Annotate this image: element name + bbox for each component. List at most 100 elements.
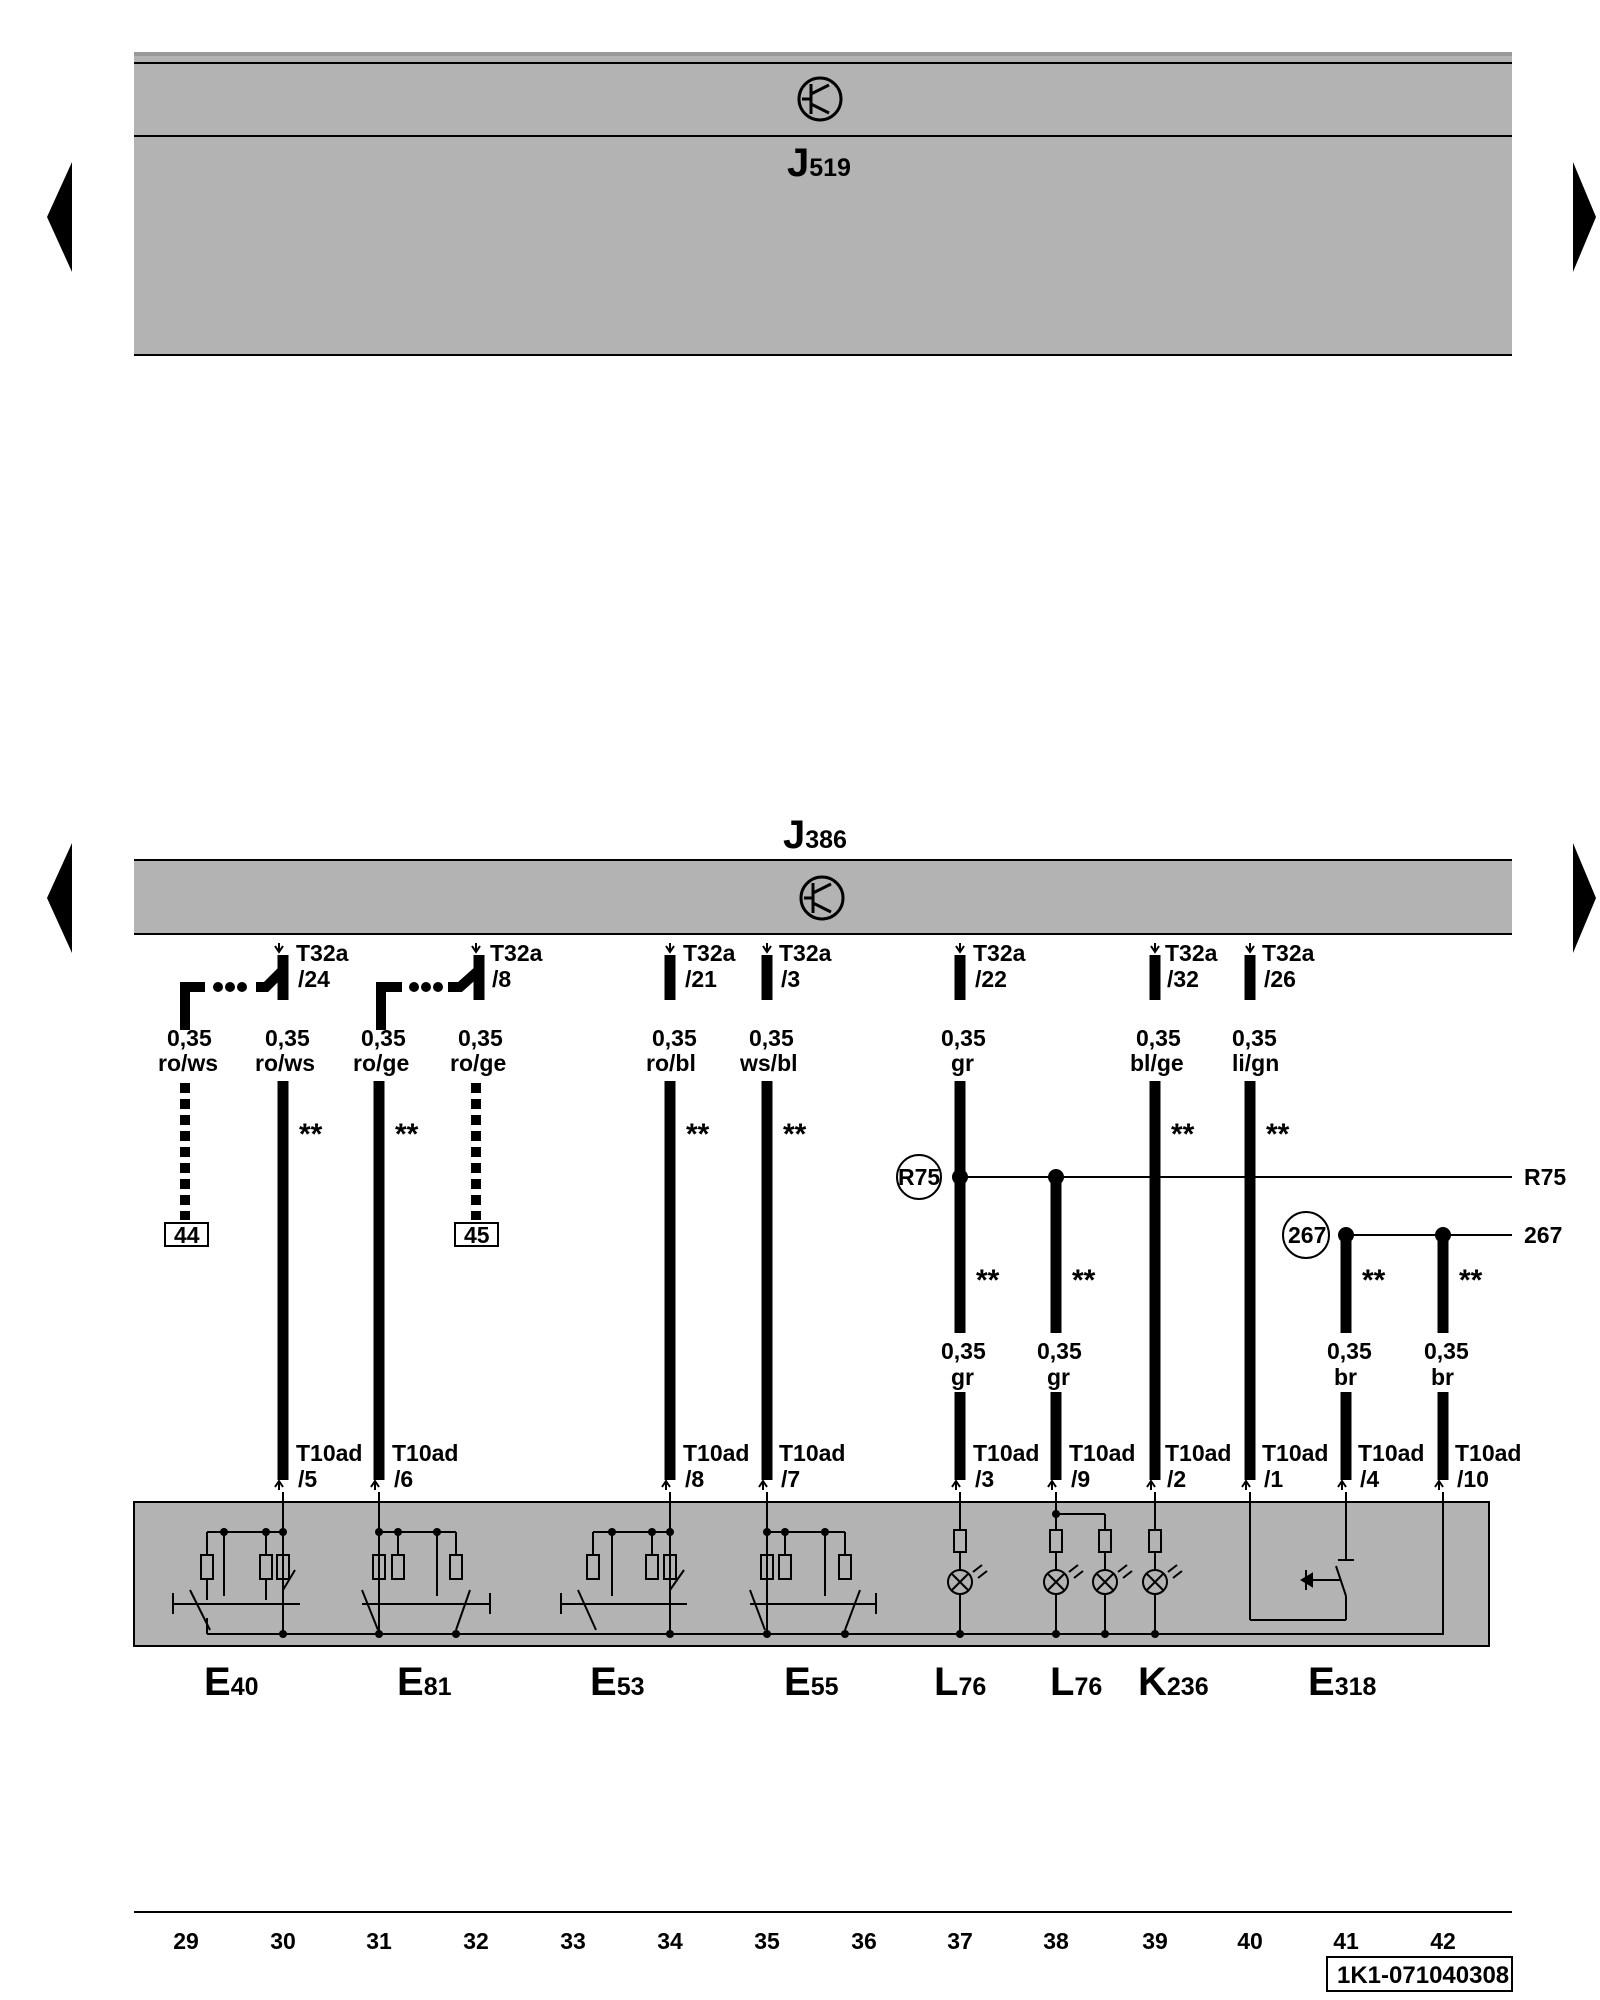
module-j386: J386 bbox=[134, 813, 1512, 935]
column-number: 33 bbox=[560, 1928, 586, 1954]
svg-text:ro/ws: ro/ws bbox=[255, 1050, 315, 1076]
wire-label-bl-ge: 0,35 bl/ge bbox=[1130, 1025, 1184, 1076]
svg-text:/7: /7 bbox=[781, 1466, 800, 1492]
control-unit-icon bbox=[797, 76, 843, 122]
prev-page-arrow-bottom[interactable] bbox=[47, 843, 72, 953]
svg-text:267: 267 bbox=[1288, 1222, 1326, 1248]
switch-e53 bbox=[560, 1492, 687, 1634]
wire-label-ro-ge: 0,35 ro/ge bbox=[353, 1025, 409, 1076]
svg-text:gr: gr bbox=[951, 1050, 974, 1076]
column-number: 38 bbox=[1043, 1928, 1069, 1954]
svg-text:T32a: T32a bbox=[490, 940, 543, 966]
svg-text:ro/ge: ro/ge bbox=[450, 1050, 506, 1076]
switch-e40 bbox=[172, 1492, 300, 1634]
svg-text:br: br bbox=[1431, 1364, 1454, 1390]
switch-e55 bbox=[749, 1492, 877, 1634]
connector-t10ad-5: T10ad/5 bbox=[296, 1440, 362, 1492]
column-number: 40 bbox=[1237, 1928, 1263, 1954]
column-number: 31 bbox=[366, 1928, 392, 1954]
svg-text:R75: R75 bbox=[898, 1164, 940, 1190]
svg-text:0,35: 0,35 bbox=[941, 1338, 986, 1364]
svg-text:0,35: 0,35 bbox=[361, 1025, 406, 1051]
wire-labels-lower: 0,35 gr 0,35 gr 0,35 br 0,35 br bbox=[941, 1338, 1469, 1390]
component-labels: E40 E81 E53 E55 L76 L76 K236 E318 bbox=[204, 1660, 1376, 1704]
connector-t32a-26: T32a /26 bbox=[1262, 940, 1315, 992]
bus-267: 267 267 bbox=[1282, 1211, 1562, 1259]
connector-t10ad-2: T10ad/2 bbox=[1165, 1440, 1231, 1492]
top-connectors: T32a /24 T32a /8 T32a /21 T32a /3 T32a /… bbox=[296, 940, 1315, 992]
svg-text:/4: /4 bbox=[1360, 1466, 1379, 1492]
svg-text:ro/bl: ro/bl bbox=[646, 1050, 696, 1076]
connector-t10ad-6: T10ad/6 bbox=[392, 1440, 458, 1492]
svg-text:gr: gr bbox=[951, 1364, 974, 1390]
wire-label-ro-ge-45: 0,35 ro/ge bbox=[450, 1025, 506, 1076]
connector-t32a-32: T32a /32 bbox=[1165, 940, 1218, 992]
wire-label-br-41: 0,35 br bbox=[1327, 1338, 1372, 1390]
svg-text:T10ad: T10ad bbox=[1262, 1440, 1328, 1466]
component-k236: K236 bbox=[1138, 1660, 1209, 1704]
wire-label-ro-ws-44: 0,35 ro/ws bbox=[158, 1025, 218, 1076]
bus-r75: R75 R75 bbox=[896, 1154, 1566, 1200]
svg-text:**: ** bbox=[1459, 1264, 1483, 1297]
column-number: 29 bbox=[173, 1928, 199, 1954]
svg-text:li/gn: li/gn bbox=[1232, 1050, 1279, 1076]
pin-marks-top bbox=[274, 943, 1255, 954]
svg-text:**: ** bbox=[1362, 1264, 1386, 1297]
svg-text:**: ** bbox=[1266, 1118, 1290, 1151]
svg-text:1K1-071040308: 1K1-071040308 bbox=[1337, 1962, 1509, 1989]
connector-t32a-3: T32a /3 bbox=[779, 940, 832, 992]
column-number: 36 bbox=[851, 1928, 877, 1954]
svg-text:T10ad: T10ad bbox=[1069, 1440, 1135, 1466]
svg-text:45: 45 bbox=[464, 1222, 490, 1248]
svg-text:0,35: 0,35 bbox=[265, 1025, 310, 1051]
wire-label-ro-ws: 0,35 ro/ws bbox=[255, 1025, 315, 1076]
pin-marks-bottom bbox=[274, 1479, 1444, 1490]
svg-text:/2: /2 bbox=[1167, 1466, 1186, 1492]
connector-t10ad-10: T10ad/10 bbox=[1455, 1440, 1521, 1492]
svg-text:gr: gr bbox=[1047, 1364, 1070, 1390]
doc-id-box: 1K1-071040308 bbox=[1326, 1956, 1513, 1992]
connector-t32a-8: T32a /8 bbox=[490, 940, 543, 992]
svg-text:/10: /10 bbox=[1457, 1466, 1489, 1492]
wire-label-li-gn: 0,35 li/gn bbox=[1232, 1025, 1279, 1076]
switch-tie-e40 bbox=[180, 966, 287, 1030]
svg-text:T32a: T32a bbox=[296, 940, 349, 966]
switch-tie-dots bbox=[213, 982, 443, 992]
column-number: 41 bbox=[1333, 1928, 1359, 1954]
j519-label: J519 bbox=[787, 141, 851, 185]
svg-text:**: ** bbox=[686, 1118, 710, 1151]
svg-text:/8: /8 bbox=[685, 1466, 704, 1492]
svg-text:0,35: 0,35 bbox=[1232, 1025, 1277, 1051]
module-j519: J519 bbox=[134, 52, 1512, 356]
j386-label: J386 bbox=[783, 813, 847, 857]
svg-text:44: 44 bbox=[174, 1222, 200, 1248]
svg-text:**: ** bbox=[783, 1118, 807, 1151]
svg-text:0,35: 0,35 bbox=[652, 1025, 697, 1051]
svg-text:0,35: 0,35 bbox=[1037, 1338, 1082, 1364]
wire-label-gr: 0,35 gr bbox=[941, 1025, 986, 1076]
svg-text:ws/bl: ws/bl bbox=[739, 1050, 798, 1076]
svg-text:br: br bbox=[1334, 1364, 1357, 1390]
column-number: 42 bbox=[1430, 1928, 1456, 1954]
svg-text:0,35: 0,35 bbox=[458, 1025, 503, 1051]
prev-page-arrow-top[interactable] bbox=[47, 162, 72, 272]
column-number: 37 bbox=[947, 1928, 973, 1954]
column-number: 35 bbox=[754, 1928, 780, 1954]
column-number: 30 bbox=[270, 1928, 296, 1954]
svg-text:**: ** bbox=[976, 1264, 1000, 1297]
wire-label-br-42: 0,35 br bbox=[1424, 1338, 1469, 1390]
junction-dots bbox=[220, 1510, 1159, 1638]
svg-text:0,35: 0,35 bbox=[1327, 1338, 1372, 1364]
wire-label-ro-bl: 0,35 ro/bl bbox=[646, 1025, 697, 1076]
switch-tie-e81 bbox=[376, 966, 483, 1030]
svg-text:**: ** bbox=[1072, 1264, 1096, 1297]
next-page-arrow-top[interactable] bbox=[1573, 162, 1596, 272]
svg-text:/32: /32 bbox=[1167, 966, 1199, 992]
connector-t32a-22: T32a /22 bbox=[973, 940, 1026, 992]
svg-text:T10ad: T10ad bbox=[683, 1440, 749, 1466]
svg-text:**: ** bbox=[1171, 1118, 1195, 1151]
next-page-arrow-bottom[interactable] bbox=[1573, 843, 1596, 953]
control-unit-icon bbox=[799, 875, 845, 921]
